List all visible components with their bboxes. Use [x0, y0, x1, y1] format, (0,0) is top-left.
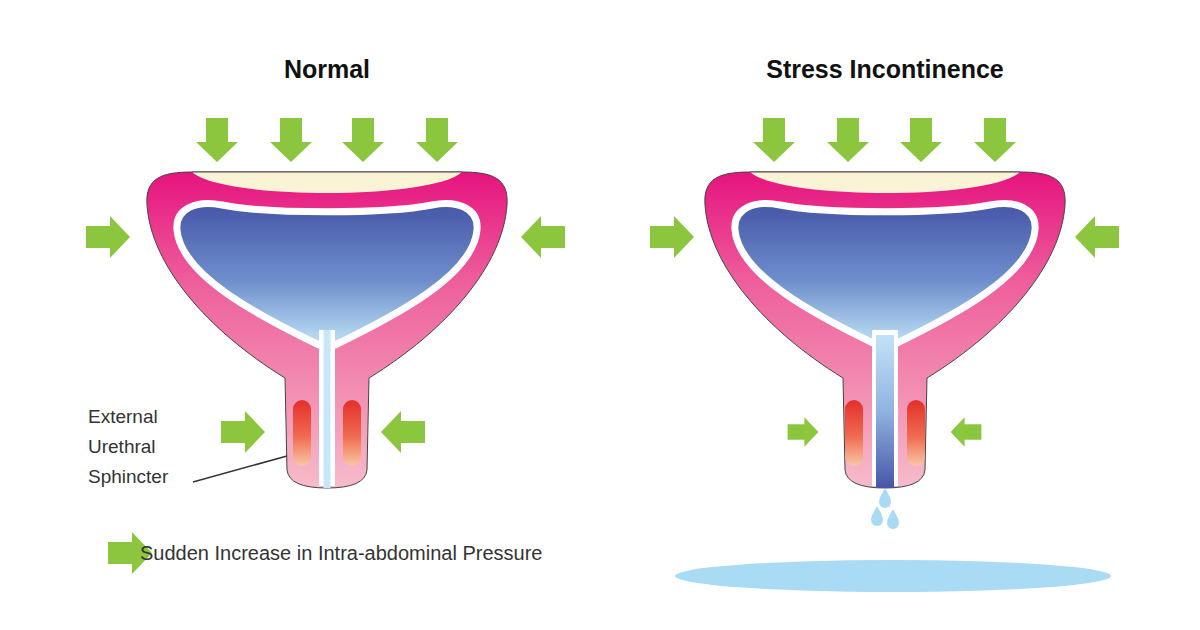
urine-drop [887, 509, 899, 529]
urethra [324, 330, 331, 488]
pressure-arrow [788, 417, 819, 446]
pressure-arrow [196, 118, 238, 162]
stress-bladder [705, 172, 1065, 529]
pressure-arrows [650, 118, 1119, 447]
sphincter [845, 400, 863, 466]
panel-heading: Normal [227, 54, 427, 84]
part-label: External Urethral Sphincter [88, 402, 200, 492]
pressure-arrow [900, 118, 942, 162]
pressure-arrow [270, 118, 312, 162]
pressure-arrow [221, 411, 265, 453]
normal-bladder [147, 172, 507, 488]
pressure-arrow [342, 118, 384, 162]
pressure-arrow [753, 118, 795, 162]
pressure-arrow [951, 417, 982, 446]
pressure-arrow [1075, 216, 1119, 258]
pressure-arrow [650, 216, 694, 258]
pressure-arrow [86, 216, 130, 258]
bladder-body [147, 172, 507, 488]
legend-item: Sudden Increase in Intra-abdominal Press… [106, 530, 542, 576]
sphincter [293, 400, 311, 466]
pressure-arrow [521, 216, 565, 258]
urine-puddle [675, 560, 1111, 592]
bladder-body [705, 172, 1065, 488]
urine-drop [879, 488, 891, 508]
sphincter [907, 400, 925, 466]
pressure-arrow [381, 411, 425, 453]
sphincter [343, 400, 361, 466]
pressure-arrows [86, 118, 565, 453]
leader-line [193, 456, 287, 482]
panel-heading: Stress Incontinence [690, 54, 1080, 84]
pressure-arrow [974, 118, 1016, 162]
pressure-arrow [416, 118, 458, 162]
pressure-arrow [827, 118, 869, 162]
legend-text: Sudden Increase in Intra-abdominal Press… [140, 542, 542, 565]
urine-drop [871, 506, 883, 526]
urethra [876, 335, 894, 488]
